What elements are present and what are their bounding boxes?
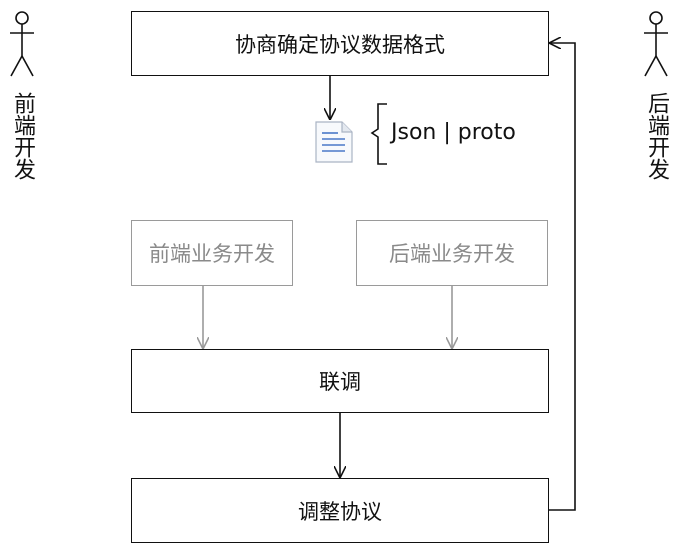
step-negotiate-protocol: 协商确定协议数据格式 xyxy=(131,11,549,76)
step-frontend-dev: 前端业务开发 xyxy=(131,220,293,286)
document-icon xyxy=(315,121,353,163)
format-brace xyxy=(370,103,387,165)
step-adjust-protocol: 调整协议 xyxy=(131,478,549,543)
arrow-adjust-to-negotiate xyxy=(548,43,576,511)
left-actor-icon xyxy=(10,11,34,77)
left-actor-label: 前端开发 xyxy=(10,92,35,180)
right-actor-icon xyxy=(644,11,668,77)
step-backend-dev: 后端业务开发 xyxy=(356,220,548,286)
step-integration: 联调 xyxy=(131,349,549,413)
right-actor-label: 后端开发 xyxy=(644,92,669,180)
format-label: Json | proto xyxy=(391,120,516,145)
